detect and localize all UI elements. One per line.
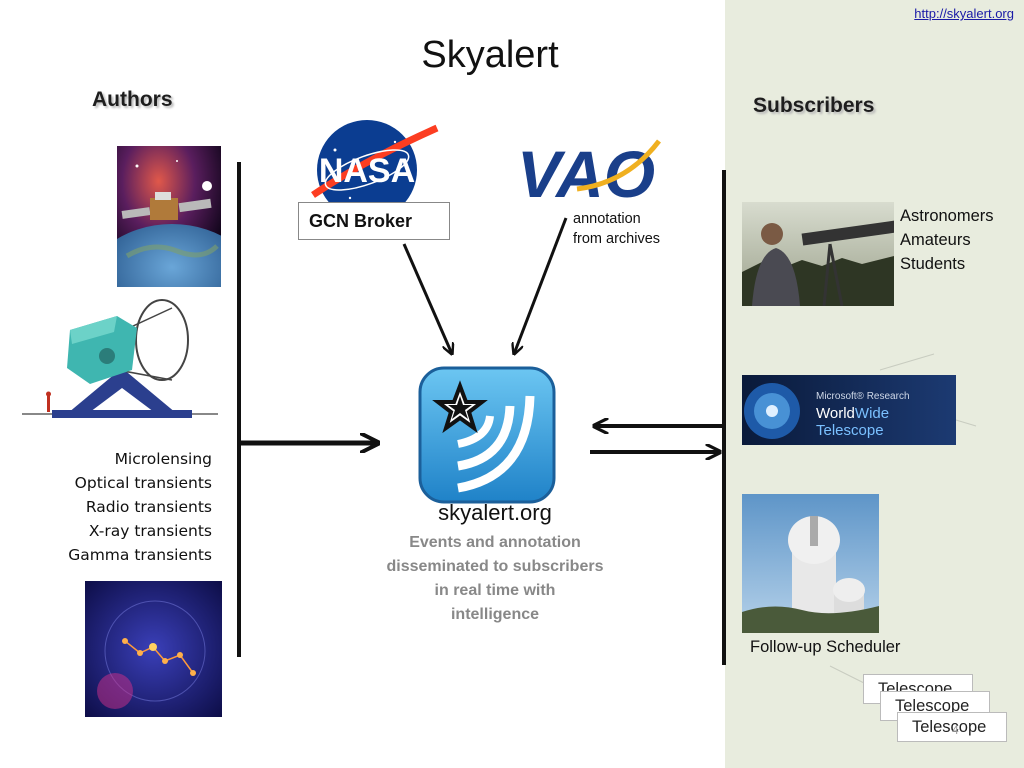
faint-arrow xyxy=(955,419,977,427)
transient-item: X-ray transients xyxy=(88,522,212,540)
faint-arrow xyxy=(829,665,867,685)
vao-logo: VAO xyxy=(517,133,662,211)
slide-number: 4 xyxy=(952,723,959,737)
telescope-model-image xyxy=(22,298,218,428)
audience-item: Astronomers xyxy=(900,207,994,225)
nasa-logo: NASA xyxy=(305,120,445,220)
astronomer-telescope-photo xyxy=(742,202,894,306)
subscribers-divider-line xyxy=(722,170,726,665)
audience-item: Students xyxy=(900,255,966,273)
transient-item: Microlensing xyxy=(114,450,212,468)
wwt-microsoft-research-label: Microsoft® Research xyxy=(816,391,910,402)
transient-item: Optical transients xyxy=(74,474,212,492)
skyalert-domain-label: skyalert.org xyxy=(438,500,552,525)
gcn-to-skyalert-arrow xyxy=(402,243,452,354)
page-title: Skyalert xyxy=(421,34,559,76)
wwt-title: WorldWide Telescope xyxy=(816,405,890,439)
skyalert-description: Events and annotation disseminated to su… xyxy=(386,534,604,623)
authors-heading: Authors xyxy=(92,88,173,111)
annotation-from-archives-label: annotation from archives xyxy=(573,211,661,247)
gcn-broker-box: GCN Broker xyxy=(298,202,450,240)
telescope-box: Telescope xyxy=(897,712,1007,742)
nasa-logo-text: NASA xyxy=(319,152,415,190)
subscribers-heading: Subscribers xyxy=(753,94,875,117)
microlensing-starfield-image xyxy=(85,581,222,717)
telescope-box: Telescope xyxy=(880,691,990,721)
authors-divider-line xyxy=(237,162,241,657)
faint-arrow xyxy=(879,353,935,371)
vao-to-skyalert-arrow xyxy=(514,217,568,354)
followup-scheduler-label: Follow-up Scheduler xyxy=(750,638,901,656)
audience-item: Amateurs xyxy=(900,231,971,249)
transient-item: Radio transients xyxy=(85,498,212,516)
skyalert-icon xyxy=(418,366,556,504)
worldwide-telescope-banner: Microsoft® Research WorldWide Telescope xyxy=(742,375,956,445)
observatory-dome-photo xyxy=(742,494,879,633)
vao-logo-text: VAO xyxy=(517,137,655,208)
transient-item: Gamma transients xyxy=(68,546,212,564)
skyalert-url-link[interactable]: http://skyalert.org xyxy=(914,6,1014,21)
satellite-earth-image xyxy=(117,146,221,287)
audience-list: Astronomers Amateurs Students xyxy=(900,204,994,276)
transient-types-list: Microlensing Optical transients Radio tr… xyxy=(20,447,212,567)
